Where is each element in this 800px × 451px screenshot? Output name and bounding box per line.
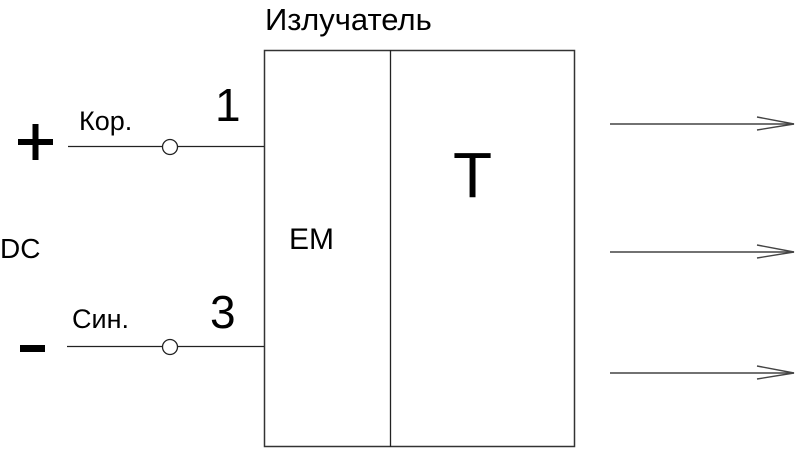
t-label: T: [453, 139, 493, 211]
pin-3-label: 3: [210, 286, 236, 338]
em-label: EM: [289, 223, 334, 256]
emitter-block: [263, 49, 576, 448]
negative-wire-label: Син.: [72, 304, 129, 334]
dc-label: DC: [0, 233, 41, 264]
terminal-positive: [161, 138, 179, 156]
pin-1-label: 1: [215, 79, 241, 131]
emitter-title: Излучатель: [265, 2, 432, 37]
positive-wire-label: Кор.: [79, 106, 133, 136]
terminal-negative: [161, 338, 179, 356]
minus-sign-icon: [20, 345, 45, 352]
plus-sign-icon: [18, 124, 53, 160]
output-arrow-2: [610, 244, 795, 259]
output-arrow-1: [610, 116, 795, 131]
output-arrow-3: [610, 365, 795, 380]
